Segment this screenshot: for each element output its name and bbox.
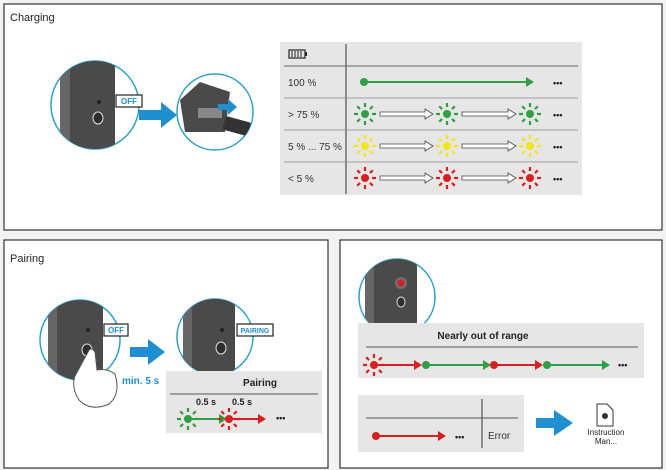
pairing-title: Pairing [10,253,44,265]
blinking-led-icon [436,135,458,157]
charging-row-label: 100 % [288,78,316,89]
blinking-led-icon [519,167,541,189]
more-indicator: ••• [553,78,562,88]
headset-device-pairing [176,298,254,376]
arrow-icon [536,410,573,436]
charging-row-label: 5 % ... 75 % [288,142,342,153]
off-label: OFF [121,97,137,106]
pairing-table-title: Pairing [243,378,277,389]
blinking-led-icon [519,135,541,157]
charging-row: 100 % ••• [288,77,562,89]
charging-table [280,42,582,195]
interval-label: 0.5 s [232,397,252,407]
blinking-led-icon [354,167,376,189]
hollow-arrow [379,172,434,184]
more-indicator: ••• [553,174,562,184]
manual-label[interactable]: Man... [595,437,617,446]
led-arrow [360,77,534,87]
blinking-led-icon [519,103,541,125]
led-arrow [422,360,491,370]
blinking-led-icon [436,167,458,189]
charging-title: Charging [10,12,55,24]
hold-time-label: min. 5 s [122,376,160,387]
more-indicator: ••• [276,413,285,423]
led-arrow [543,360,610,370]
hollow-arrow [461,172,517,184]
charging-row: > 75 % ••• [288,103,562,125]
hollow-arrow [461,140,517,152]
more-indicator: ••• [455,432,464,442]
blinking-led-icon [436,103,458,125]
led-arrow [374,360,422,370]
led-arrow [229,414,266,424]
charging-row: < 5 % ••• [288,167,562,189]
battery-full-icon [288,49,307,59]
range-table [358,323,644,378]
hollow-arrow [379,108,434,120]
arrow-icon [139,102,177,128]
finger-press-icon [73,348,118,408]
red-steady-arrow [372,431,446,441]
arrow-icon [130,339,165,365]
off-label-box [115,94,143,108]
hollow-arrow [461,108,517,120]
manual-label[interactable]: Instruction [588,428,625,437]
error-label: Error [488,431,511,442]
error-table [358,395,524,452]
more-indicator: ••• [553,142,562,152]
hollow-arrow [379,140,434,152]
blinking-led-icon [354,103,376,125]
led-arrow [188,414,227,424]
instruction-manual-icon[interactable] [596,403,614,427]
pairing-label-box [236,323,274,337]
more-indicator: ••• [553,110,562,120]
charging-row-label: < 5 % [288,174,314,185]
interval-label: 0.5 s [196,397,216,407]
pairing-label: PAIRING [241,328,270,335]
off-label: OFF [108,326,124,335]
off-label-box [103,323,129,337]
pairing-table [166,371,322,433]
charging-row: 5 % ... 75 % ••• [288,135,562,157]
headset-device-off [50,60,140,150]
range-table-title: Nearly out of range [437,331,529,342]
charging-row-label: > 75 % [288,110,320,121]
more-indicator: ••• [618,360,627,370]
led-arrow [490,360,543,370]
usb-charging-icon [176,73,254,151]
blinking-led-icon [218,408,240,430]
blinking-led-icon [354,135,376,157]
